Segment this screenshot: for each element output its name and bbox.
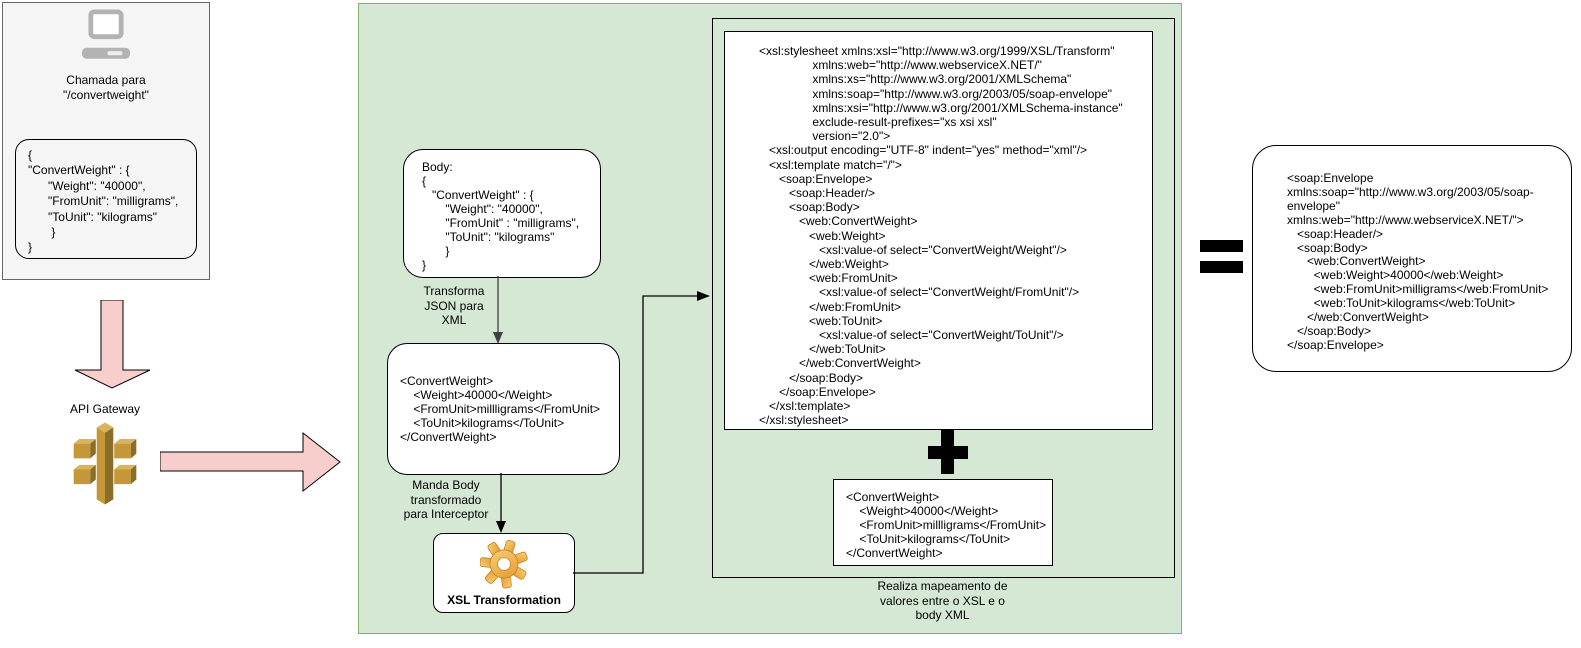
client-title: Chamada para "/convertweight" (63, 73, 149, 102)
xsl-stylesheet-box: <xsl:stylesheet xmlns:xsl="http://www.w3… (724, 31, 1153, 430)
converted-xml-box: <ConvertWeight> <Weight>40000</Weight> <… (387, 343, 620, 475)
request-json-box: { "ConvertWeight" : { "Weight": "40000",… (15, 139, 197, 259)
computer-icon (81, 9, 131, 59)
client-panel: Chamada para "/convertweight" { "Convert… (2, 2, 210, 280)
soap-result-box: <soap:Envelope xmlns:soap="http://www.w3… (1252, 145, 1572, 372)
api-gateway-icon (73, 422, 137, 505)
body-json-code: Body: { "ConvertWeight" : { "Weight": "4… (422, 160, 580, 272)
arrow-json-to-xml (493, 276, 503, 344)
down-arrow (74, 300, 151, 389)
mapping-group-box (712, 18, 1175, 578)
request-json-code: { "ConvertWeight" : { "Weight": "40000",… (28, 148, 179, 255)
transformation-panel: Body: { "ConvertWeight" : { "Weight": "4… (358, 3, 1182, 634)
right-arrow (160, 431, 341, 493)
xsl-transformation-label: XSL Transformation (447, 593, 561, 607)
gear-icon (480, 540, 528, 589)
converted-xml-code: <ConvertWeight> <Weight>40000</Weight> <… (400, 374, 601, 444)
soap-result-code: <soap:Envelope xmlns:soap="http://www.w3… (1287, 171, 1549, 352)
body-xml-code: <ConvertWeight> <Weight>40000</Weight> <… (846, 490, 1047, 560)
equals-icon (1200, 240, 1243, 274)
body-xml-box: <ConvertWeight> <Weight>40000</Weight> <… (833, 479, 1053, 566)
xsl-stylesheet-code: <xsl:stylesheet xmlns:xsl="http://www.w3… (759, 44, 1123, 428)
arrow-to-interceptor-label: Manda Body transformado para Interceptor (403, 478, 489, 521)
arrow-json-to-xml-label: Transforma JSON para XML (423, 284, 485, 327)
api-gateway-label: API Gateway (69, 402, 141, 416)
mapping-caption: Realiza mapeamento de valores entre o XS… (877, 579, 1008, 622)
connector-xsl-to-mapping (573, 291, 710, 574)
xsl-transformation-box: XSL Transformation (433, 533, 575, 613)
plus-icon (928, 429, 968, 474)
arrow-to-interceptor (496, 473, 506, 533)
body-json-box: Body: { "ConvertWeight" : { "Weight": "4… (403, 149, 601, 278)
